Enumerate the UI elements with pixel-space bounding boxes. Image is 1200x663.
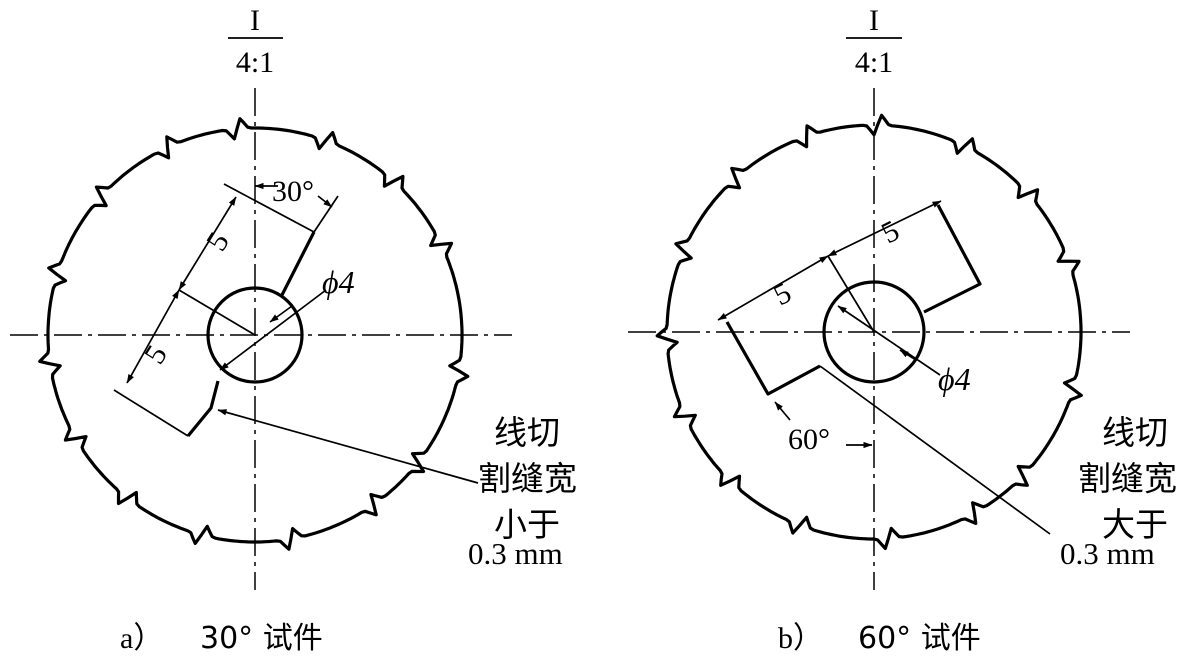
angle-arrow-right-a (317, 195, 333, 208)
dim-arrow-1-a (178, 196, 237, 291)
hole-diameter-label-b: ϕ4 (938, 361, 971, 397)
diameter-tick-b (899, 349, 917, 361)
extension-line-b (819, 365, 1051, 535)
note-leader-a (217, 409, 479, 484)
slot-lower-edge-b (725, 321, 821, 396)
extension-line-bottom-a (113, 389, 189, 437)
hole-diameter-label-a: ϕ4 (322, 264, 355, 300)
diameter-tick-a (269, 305, 293, 323)
diameter-leader-b (837, 305, 941, 376)
panel-b: I 4:1 5 5 ϕ4 60° 线切 割缝宽 大于 0.3 mm b） 60°… (628, 4, 1177, 656)
caption-text-b: 60° 试件 (858, 621, 981, 656)
angle-arrow-left-b (774, 401, 791, 421)
dim-arrow-2-a (126, 289, 180, 384)
dim-arrow-1-b (827, 200, 942, 257)
center-hole-a (206, 286, 304, 384)
note-line3-b: 大于 (1102, 505, 1168, 544)
slot-upper-edge-a (280, 231, 316, 296)
dim-leader-a (178, 289, 256, 336)
center-hole-b (822, 280, 926, 384)
scale-ratio-a: 4:1 (236, 46, 274, 79)
angle-ref-line-a (313, 195, 339, 233)
caption-text-a: 30° 试件 (200, 621, 323, 656)
note-line2-b: 割缝宽 (1078, 459, 1177, 498)
angle-label-a: 30° (272, 175, 314, 208)
caption-letter-b: b） (778, 622, 823, 655)
note-line4-b: 0.3 mm (1060, 536, 1155, 571)
extension-line-top-a (223, 183, 315, 233)
dim-arrow-2-b (717, 255, 829, 321)
dim-label-1-b: 5 (876, 214, 904, 250)
specimen-outline-b (655, 113, 1083, 551)
dim-leader-b (827, 255, 875, 333)
slot-lower-edge-a (186, 380, 220, 438)
specimen-outline-a (38, 117, 470, 551)
scale-numeral-b: I (869, 4, 879, 37)
note-line3-a: 小于 (494, 505, 560, 544)
note-line1-b: 线切 (1102, 413, 1168, 452)
scale-numeral-a: I (250, 4, 260, 37)
diameter-leader-a (219, 289, 327, 371)
caption-letter-a: a） (120, 622, 163, 655)
angle-label-b: 60° (788, 423, 830, 456)
slot-upper-edge-b (923, 204, 982, 314)
note-line1-a: 线切 (494, 413, 560, 452)
dim-label-1-a: 5 (200, 227, 236, 257)
panel-a: I 4:1 30° 5 5 ϕ4 线切 割 (10, 4, 577, 656)
scale-ratio-b: 4:1 (855, 46, 893, 79)
note-line4-a: 0.3 mm (468, 536, 563, 571)
note-line2-a: 割缝宽 (478, 459, 577, 498)
dim-label-2-a: 5 (138, 340, 174, 370)
dim-label-2-b: 5 (768, 276, 796, 312)
